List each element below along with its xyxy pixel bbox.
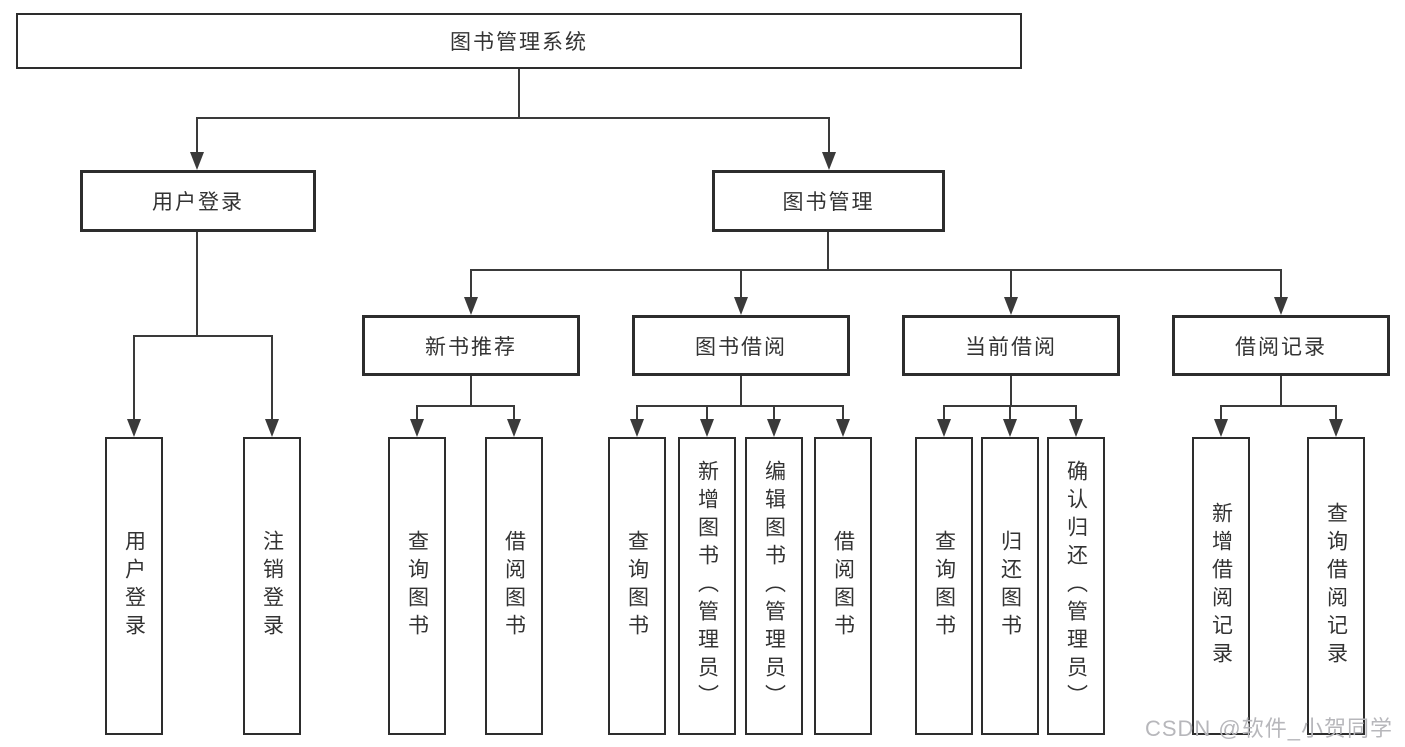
node-current-borrowing-label: 当前借阅 [965, 335, 1057, 359]
connector-line [470, 269, 1281, 271]
node-leaf-confirm-return-admin: 确认归还（管理员） [1047, 437, 1105, 735]
node-leaf-borrow-book: 借阅图书 [814, 437, 872, 735]
arrowhead-icon [410, 419, 424, 437]
connector-line [133, 335, 135, 421]
connector-line [271, 335, 273, 421]
connector-line [470, 269, 472, 299]
node-leaf-query-borrow-record: 查询借阅记录 [1307, 437, 1365, 735]
node-user-login-label: 用户登录 [152, 191, 244, 214]
node-leaf-query-borrow-record-label: 查询借阅记录 [1324, 502, 1348, 670]
node-book-management: 图书管理 [712, 170, 945, 232]
arrowhead-icon [700, 419, 714, 437]
arrowhead-icon [464, 297, 478, 315]
connector-line [828, 117, 830, 155]
node-root-label: 图书管理系统 [450, 31, 588, 54]
node-leaf-add-borrow-record-label: 新增借阅记录 [1209, 502, 1233, 670]
node-root: 图书管理系统 [16, 13, 1022, 69]
node-leaf-edit-book-admin-label: 编辑图书（管理员） [762, 460, 786, 712]
connector-line [196, 117, 198, 155]
watermark: CSDN @软件_小贺同学 [1144, 716, 1393, 741]
node-leaf-add-book-admin-label: 新增图书（管理员） [695, 460, 719, 712]
connector-line [196, 232, 198, 336]
node-leaf-return-book-label: 归还图书 [998, 530, 1022, 642]
node-book-management-label: 图书管理 [782, 191, 875, 214]
arrowhead-icon [1003, 419, 1017, 437]
connector-line [773, 405, 775, 421]
node-leaf-edit-book-admin: 编辑图书（管理员） [745, 437, 803, 735]
connector-line [1010, 376, 1012, 406]
arrowhead-icon [767, 419, 781, 437]
arrowhead-icon [836, 419, 850, 437]
node-borrowing-records-label: 借阅记录 [1235, 335, 1327, 359]
node-leaf-borrow-book-recommend-label: 借阅图书 [502, 530, 526, 642]
connector-line [740, 376, 742, 406]
connector-line [636, 405, 638, 421]
arrowhead-icon [127, 419, 141, 437]
node-leaf-return-book: 归还图书 [981, 437, 1039, 735]
node-new-book-recommend: 新书推荐 [362, 315, 580, 376]
connector-line [133, 335, 272, 337]
node-current-borrowing: 当前借阅 [902, 315, 1120, 376]
connector-line [416, 405, 418, 421]
node-book-borrowing-label: 图书借阅 [695, 335, 787, 359]
arrowhead-icon [1069, 419, 1083, 437]
connector-line [740, 269, 742, 299]
connector-line [842, 405, 844, 421]
node-borrowing-records: 借阅记录 [1172, 315, 1390, 376]
arrowhead-icon [265, 419, 279, 437]
node-leaf-query-book-borrowing: 查询图书 [608, 437, 666, 735]
arrowhead-icon [822, 152, 836, 170]
node-user-login: 用户登录 [80, 170, 316, 232]
node-leaf-add-borrow-record: 新增借阅记录 [1192, 437, 1250, 735]
connector-line [637, 405, 844, 407]
node-leaf-confirm-return-admin-label: 确认归还（管理员） [1064, 460, 1088, 712]
node-leaf-query-book-borrowing-label: 查询图书 [625, 530, 649, 642]
node-book-borrowing: 图书借阅 [632, 315, 850, 376]
node-leaf-add-book-admin: 新增图书（管理员） [678, 437, 736, 735]
connector-line [1010, 269, 1012, 299]
connector-line [470, 376, 472, 406]
arrowhead-icon [1274, 297, 1288, 315]
connector-line [513, 405, 515, 421]
node-leaf-borrow-book-recommend: 借阅图书 [485, 437, 543, 735]
node-leaf-user-login-label: 用户登录 [122, 530, 146, 642]
arrowhead-icon [734, 297, 748, 315]
connector-line [1280, 269, 1282, 299]
connector-line [518, 69, 520, 118]
arrowhead-icon [190, 152, 204, 170]
arrowhead-icon [937, 419, 951, 437]
node-leaf-logout: 注销登录 [243, 437, 301, 735]
connector-line [706, 405, 708, 421]
node-leaf-query-book-recommend: 查询图书 [388, 437, 446, 735]
arrowhead-icon [1214, 419, 1228, 437]
node-leaf-query-book-current-label: 查询图书 [932, 530, 956, 642]
arrowhead-icon [1004, 297, 1018, 315]
node-leaf-user-login: 用户登录 [105, 437, 163, 735]
connector-line [416, 405, 515, 407]
connector-line [1220, 405, 1336, 407]
node-leaf-borrow-book-label: 借阅图书 [831, 530, 855, 642]
connector-line [827, 232, 829, 271]
arrowhead-icon [1329, 419, 1343, 437]
node-leaf-query-book-recommend-label: 查询图书 [405, 530, 429, 642]
connector-line [943, 405, 945, 421]
node-new-book-recommend-label: 新书推荐 [425, 335, 517, 359]
node-leaf-logout-label: 注销登录 [260, 530, 284, 642]
arrowhead-icon [630, 419, 644, 437]
connector-line [1220, 405, 1222, 421]
connector-line [1009, 405, 1011, 421]
connector-line [1335, 405, 1337, 421]
connector-line [197, 117, 830, 119]
connector-line [1075, 405, 1077, 421]
connector-line [1280, 376, 1282, 406]
arrowhead-icon [507, 419, 521, 437]
node-leaf-query-book-current: 查询图书 [915, 437, 973, 735]
